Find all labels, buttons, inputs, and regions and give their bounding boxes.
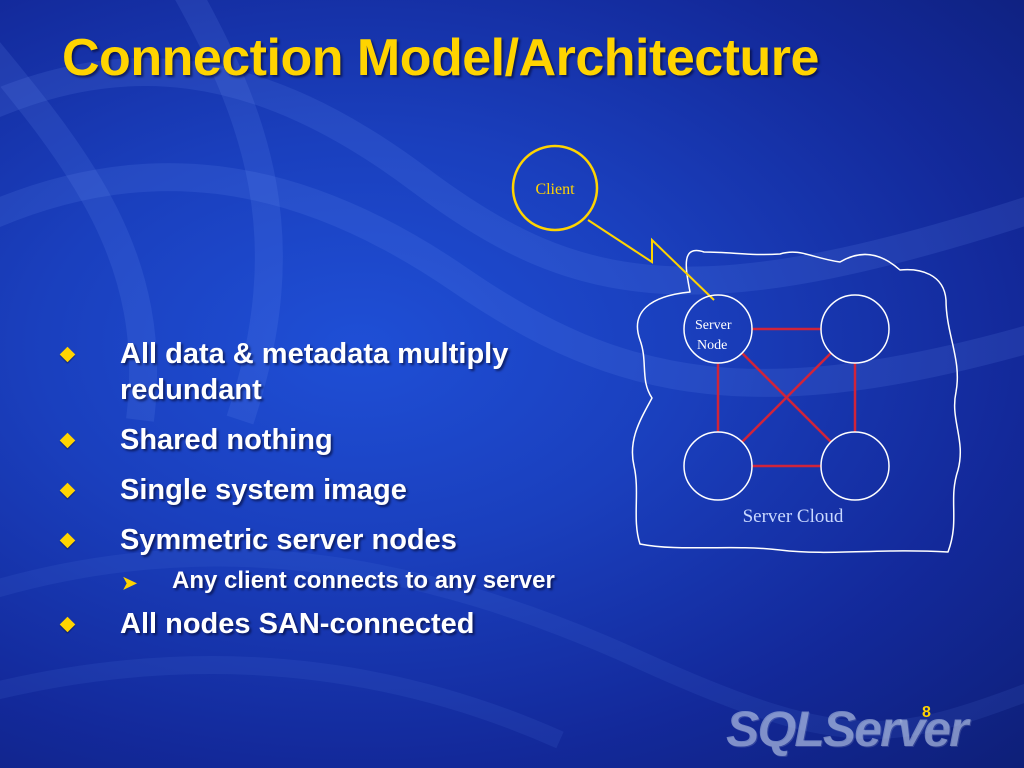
server-cloud-shape: [631, 249, 962, 554]
bullet-item: All data & metadata multiply redundant: [56, 336, 646, 408]
page-number: 8: [922, 704, 931, 721]
bullet-item: Shared nothing: [56, 422, 646, 458]
bullet-item: Single system image: [56, 472, 646, 508]
bullet-text: Shared nothing: [120, 424, 333, 456]
client-label: Client: [535, 181, 575, 198]
server-node-label: Node: [697, 338, 727, 353]
arrow-bullet-icon: ➤: [122, 573, 138, 593]
bullet-item: All nodes SAN-connected: [56, 606, 646, 642]
server-node: [820, 431, 890, 501]
server-node: [683, 431, 753, 501]
server-node: [683, 294, 753, 364]
bullet-text: Any client connects to any server: [172, 567, 555, 594]
client-connection-link: [587, 219, 715, 301]
sql-server-logo: SQLServer: [726, 701, 968, 757]
bullet-text: Symmetric server nodes: [120, 524, 457, 556]
bullet-text: All data & metadata multiply redundant: [120, 338, 509, 406]
mesh-link: [741, 352, 832, 443]
server-node-label: Server: [695, 318, 732, 333]
sub-bullet-item: ➤ Any client connects to any server: [56, 566, 646, 596]
bullet-item: Symmetric server nodes: [56, 522, 646, 558]
server-node: [820, 294, 890, 364]
bullet-text: All nodes SAN-connected: [120, 608, 475, 640]
bullet-list: All data & metadata multiply redundant S…: [56, 336, 646, 656]
bullet-text: Single system image: [120, 474, 407, 506]
page-title: Connection Model/Architecture: [62, 29, 819, 87]
client-node: [511, 144, 599, 232]
server-cloud-label: Server Cloud: [743, 506, 844, 527]
